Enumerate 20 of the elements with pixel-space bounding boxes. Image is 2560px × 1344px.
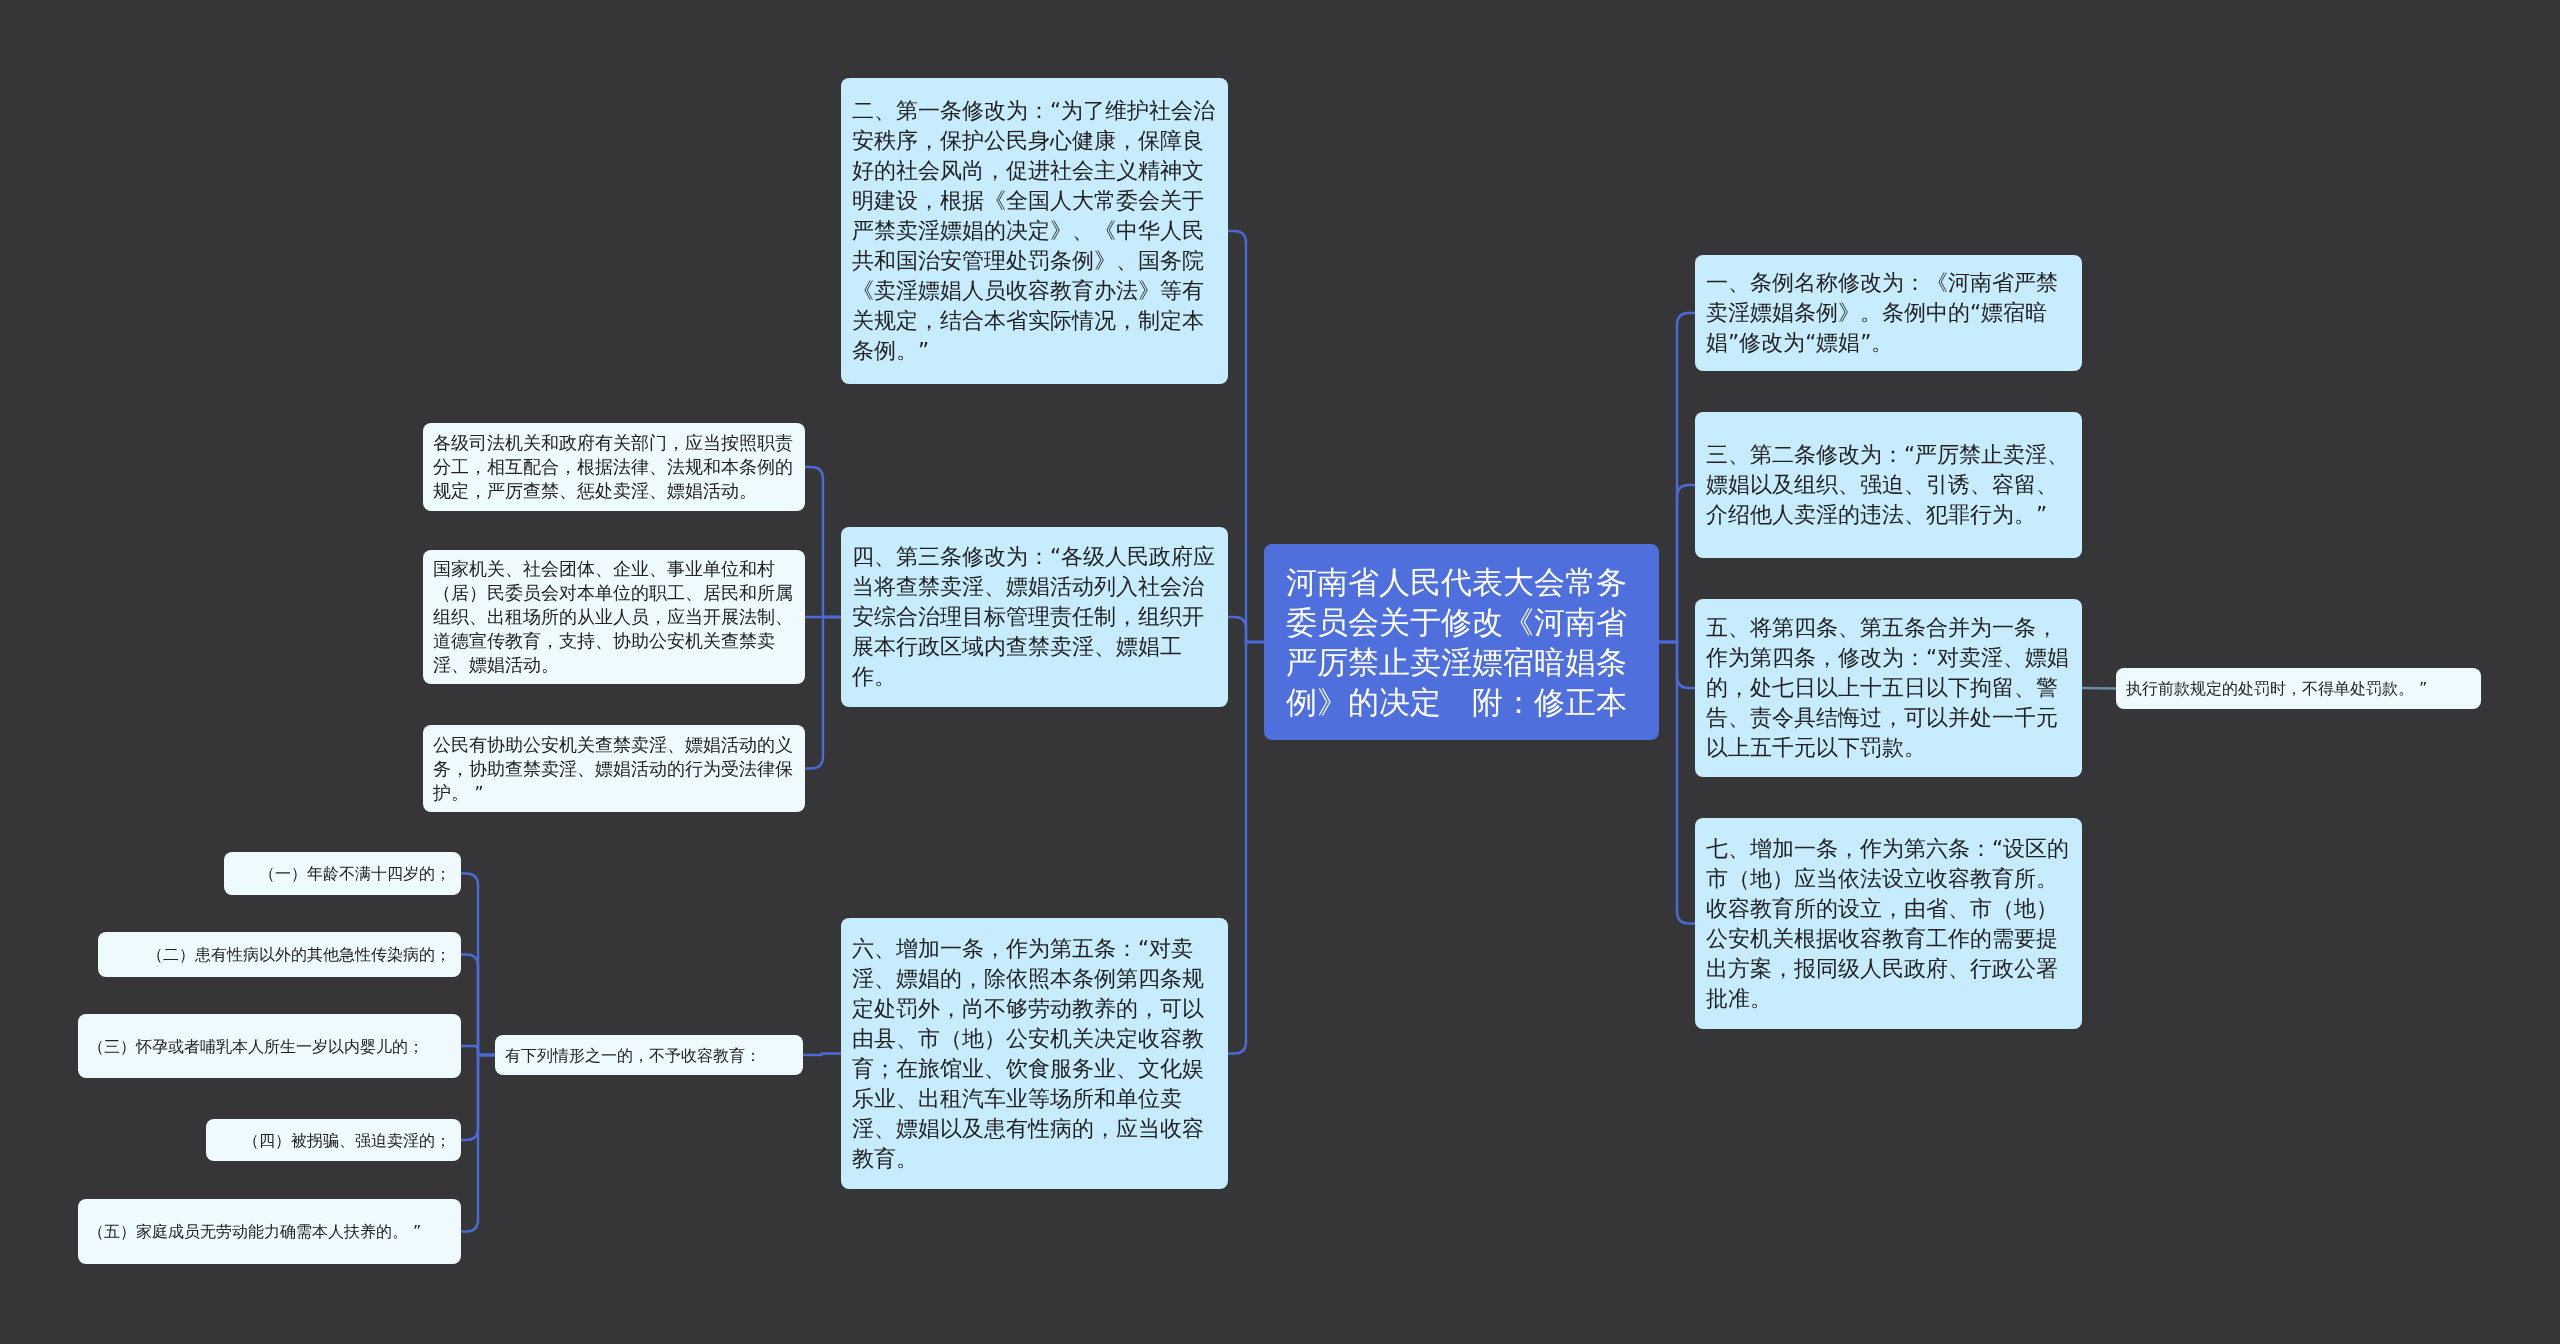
leaf-box: （四）被拐骗、强迫卖淫的； xyxy=(206,1119,461,1161)
branch-box: 七、增加一条，作为第六条：“设区的市（地）应当依法设立收容教育所。收容教育所的设立，由省、市（地）公安机关根据收容教育工作的需要提出方案，报同级人民政府、行政公署批准。 xyxy=(1695,818,2082,1029)
leaf-box: 各级司法机关和政府有关部门，应当按照职责分工，相互配合，根据法律、法规和本条例的规定，严厉查禁、惩处卖淫、嫖娼活动。 xyxy=(423,423,805,511)
leaf-box: （三）怀孕或者哺乳本人所生一岁以内婴儿的； xyxy=(78,1014,461,1078)
leaf-box: （一）年龄不满十四岁的； xyxy=(224,852,461,895)
leaf-box: 有下列情形之一的，不予收容教育： xyxy=(495,1035,803,1075)
leaf-box: 国家机关、社会团体、企业、事业单位和村（居）民委员会对本单位的职工、居民和所属组织、出租场所的从业人员，应当开展法制、道德宣传教育，支持、协助公安机关查禁卖淫、嫖娼活动。 xyxy=(423,550,805,684)
topic-box: 河南省人民代表大会常务委员会关于修改《河南省严厉禁止卖淫嫖宿暗娼条例》的决定 附：修正本 xyxy=(1264,544,1659,740)
leaf-box: （五）家庭成员无劳动能力确需本人扶养的。 ” xyxy=(78,1199,461,1264)
leaf-box: 公民有协助公安机关查禁卖淫、嫖娼活动的义务，协助查禁卖淫、嫖娼活动的行为受法律保护。 ” xyxy=(423,725,805,812)
branch-box: 五、将第四条、第五条合并为一条，作为第四条，修改为：“对卖淫、嫖娼的，处七日以上十五日以下拘留、警告、责令具结悔过，可以并处一千元以上五千元以下罚款。 xyxy=(1695,599,2082,777)
branch-box: 四、第三条修改为：“各级人民政府应当将查禁卖淫、嫖娼活动列入社会治安综合治理目标管理责任制，组织开展本行政区域内查禁卖淫、嫖娼工作。 xyxy=(841,527,1228,707)
leaf-box: （二）患有性病以外的其他急性传染病的； xyxy=(98,932,461,977)
branch-box: 六、增加一条，作为第五条：“对卖淫、嫖娼的，除依照本条例第四条规定处罚外，尚不够劳动教养的，可以由县、市（地）公安机关决定收容教育；在旅馆业、饮食服务业、文化娱乐业、出租汽车业等场所和单位卖淫、嫖娼以及患有性病的，应当收容教育。 xyxy=(841,918,1228,1189)
leaf-box: 执行前款规定的处罚时，不得单处罚款。 ” xyxy=(2116,668,2481,709)
branch-box: 三、第二条修改为：“严厉禁止卖淫、嫖娼以及组织、强迫、引诱、容留、介绍他人卖淫的违法、犯罪行为。” xyxy=(1695,412,2082,558)
connector-line xyxy=(803,1052,841,1057)
branch-box: 一、条例名称修改为：《河南省严禁卖淫嫖娼条例》。条例中的“嫖宿暗娼”修改为“嫖娼”。 xyxy=(1695,255,2082,371)
branch-box: 二、第一条修改为：“为了维护社会治安秩序，保护公民身心健康，保障良好的社会风尚，促进社会主义精神文明建设，根据《全国人大常委会关于严禁卖淫嫖娼的决定》、《中华人民共和国治安管理处罚条例》、国务院《卖淫嫖娼人员收容教育办法》等有关规定，结合本省实际情况，制定本条例。” xyxy=(841,78,1228,384)
connector-line xyxy=(2082,686,2116,690)
